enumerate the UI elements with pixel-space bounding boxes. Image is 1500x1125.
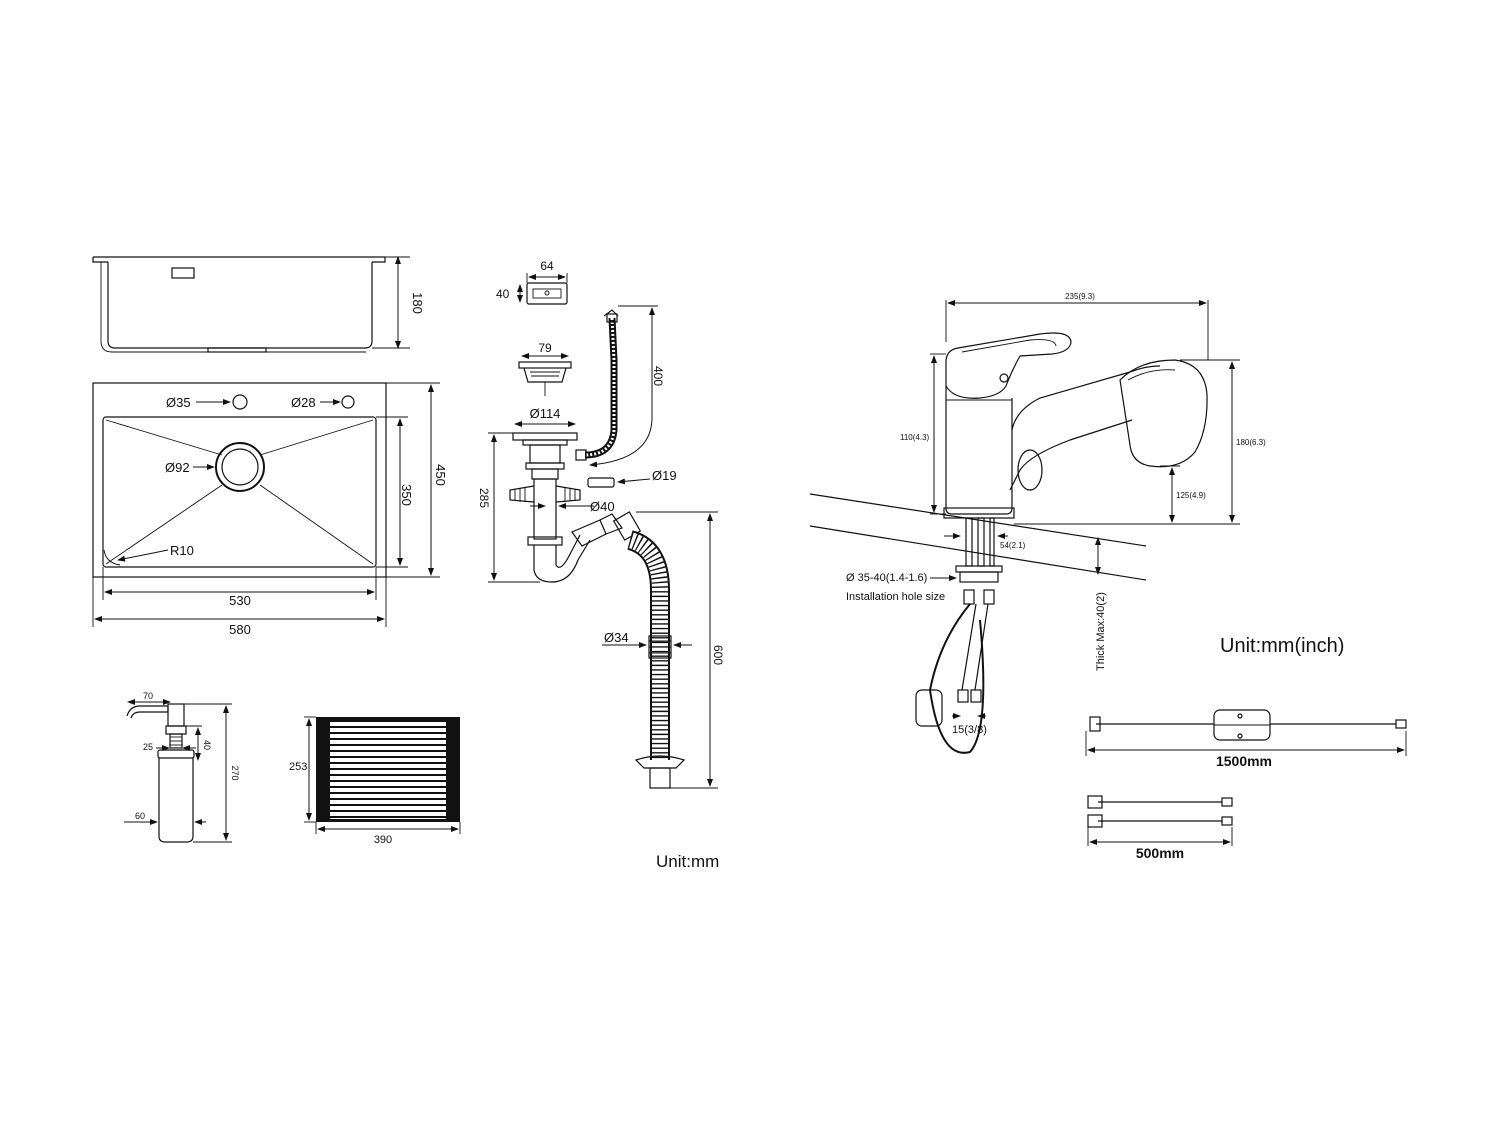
thread-size-label: 15(3/8) <box>952 724 987 736</box>
long-hose-label: 1500mm <box>1216 753 1272 769</box>
hole-size-caption: Installation hole size <box>846 591 945 603</box>
long-hose: 1500mm <box>1085 709 1407 769</box>
inner-length-label: 530 <box>229 593 251 608</box>
spout-clearance-label: 125(4.9) <box>1176 491 1206 500</box>
dispenser-neck-height-label: 40 <box>202 740 212 750</box>
dispenser-top-width-label: 70 <box>143 691 153 701</box>
hole-size-label: Ø 35-40(1.4-1.6) <box>846 572 927 584</box>
outlet-length-label: 600 <box>711 645 725 665</box>
pull-out-faucet: 235(9.3) 110(4.3) 180(6.3) 125(4.9) 54(2… <box>809 292 1266 754</box>
basket-width-label: 79 <box>538 341 552 355</box>
faucet-body-height-label: 110(4.3) <box>900 433 930 442</box>
dispenser-hole-label: Ø28 <box>291 395 316 410</box>
outlet-dia-label: Ø34 <box>604 630 629 645</box>
drain-hole-label: Ø92 <box>165 460 190 475</box>
overflow-dia-label: Ø19 <box>652 468 677 483</box>
mat-height-label: 253 <box>289 761 307 773</box>
units-label-left: Unit:mm <box>656 852 719 871</box>
dispenser-height-label: 270 <box>230 765 240 780</box>
overflow-height-label: 40 <box>496 287 510 301</box>
faucet-hole-label: Ø35 <box>166 395 191 410</box>
basket-strainer: 79 <box>518 341 572 396</box>
flange-dia-label: Ø114 <box>530 406 561 421</box>
short-hose-label: 500mm <box>1136 845 1184 861</box>
overflow-cover: 64 40 <box>496 259 568 305</box>
pipe-dia-label: Ø40 <box>590 499 615 514</box>
dispenser-body-label: 60 <box>135 811 145 821</box>
overflow-width-label: 64 <box>540 259 554 273</box>
soap-dispenser: 70 25 40 270 60 <box>124 691 240 843</box>
corner-radius-label: R10 <box>170 543 194 558</box>
sink-depth-label: 180 <box>410 292 425 314</box>
outer-length-label: 580 <box>229 622 251 637</box>
short-hoses: 500mm <box>1087 795 1233 861</box>
drain-kit: 400 Ø114 Ø19 Ø40 2 <box>477 305 725 789</box>
outer-width-label: 450 <box>433 464 448 486</box>
thickness-label: Thick Max:40(2) <box>1095 592 1107 671</box>
spout-height-label: 180(6.3) <box>1236 438 1266 447</box>
sink-top-view: Ø35 Ø28 Ø92 R10 530 580 350 450 <box>92 382 448 637</box>
dispenser-neck-label: 25 <box>143 742 153 752</box>
trap-height-label: 285 <box>477 488 491 508</box>
hose-length-label: 400 <box>651 366 665 386</box>
base-dia-label: 54(2.1) <box>1000 541 1026 550</box>
inner-width-label: 350 <box>399 484 414 506</box>
faucet-width-label: 235(9.3) <box>1065 292 1095 301</box>
roll-up-mat: 253 390 <box>289 716 461 846</box>
sink-side-view: 180 <box>92 256 425 353</box>
units-label-right: Unit:mm(inch) <box>1220 635 1344 657</box>
mat-width-label: 390 <box>374 834 392 846</box>
